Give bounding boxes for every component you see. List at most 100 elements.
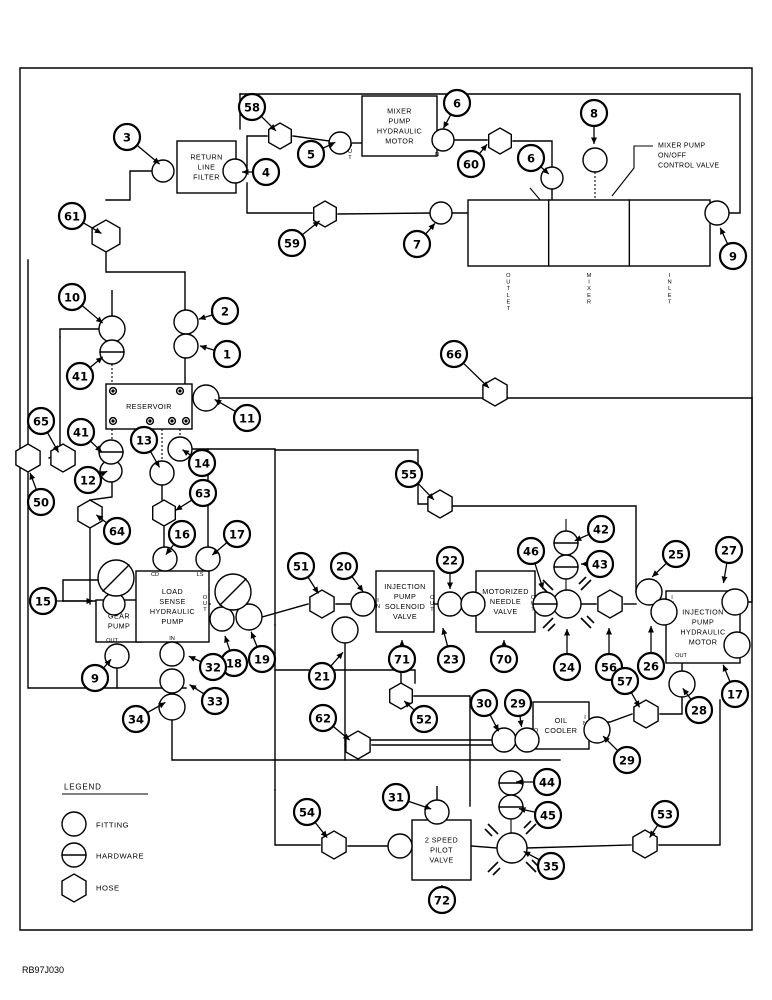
balloon-circle[interactable] (26, 406, 56, 436)
balloon-circle[interactable] (57, 282, 87, 312)
balloon-circle[interactable] (277, 228, 307, 258)
balloon-callout-13[interactable]: 13 (129, 425, 161, 468)
balloon-circle[interactable] (516, 536, 546, 566)
balloon-callout-72[interactable]: 72 (427, 885, 457, 915)
balloon-callout-70[interactable]: 70 (489, 640, 519, 674)
balloon-circle[interactable] (329, 551, 359, 581)
balloon-circle[interactable] (436, 644, 466, 674)
balloon-callout-10[interactable]: 10 (57, 282, 104, 324)
balloon-callout-29[interactable]: 29 (602, 735, 642, 775)
balloon-callout-42[interactable]: 42 (574, 514, 616, 544)
balloon-callout-26[interactable]: 26 (636, 626, 666, 681)
balloon-callout-27[interactable]: 27 (714, 535, 744, 584)
balloon-circle[interactable] (533, 800, 563, 830)
balloon-circle[interactable] (251, 157, 281, 187)
balloon-callout-25[interactable]: 25 (651, 539, 691, 578)
balloon-callout-54[interactable]: 54 (292, 797, 328, 839)
balloon-circle[interactable] (720, 679, 750, 709)
balloon-callout-62[interactable]: 62 (308, 703, 351, 741)
balloon-callout-23[interactable]: 23 (436, 627, 466, 674)
balloon-circle[interactable] (167, 519, 197, 549)
balloon-circle[interactable] (232, 403, 262, 433)
balloon-circle[interactable] (80, 663, 110, 693)
balloon-circle[interactable] (469, 688, 499, 718)
balloon-callout-3[interactable]: 3 (112, 122, 161, 165)
balloon-circle[interactable] (439, 339, 469, 369)
balloon-circle[interactable] (536, 851, 566, 881)
balloon-callout-50[interactable]: 50 (26, 472, 56, 517)
balloon-callout-29[interactable]: 29 (503, 688, 533, 728)
balloon-circle[interactable] (586, 514, 616, 544)
balloon-circle[interactable] (73, 465, 103, 495)
balloon-circle[interactable] (661, 539, 691, 569)
balloon-callout-35[interactable]: 35 (523, 850, 566, 881)
balloon-callout-66[interactable]: 66 (439, 339, 490, 389)
balloon-callout-33[interactable]: 33 (189, 684, 230, 716)
balloon-callout-41[interactable]: 41 (65, 356, 104, 391)
balloon-circle[interactable] (503, 688, 533, 718)
balloon-callout-1[interactable]: 1 (199, 339, 242, 369)
balloon-circle[interactable] (247, 644, 277, 674)
balloon-circle[interactable] (210, 296, 240, 326)
balloon-circle[interactable] (684, 695, 714, 725)
balloon-circle[interactable] (112, 122, 142, 152)
balloon-circle[interactable] (308, 703, 338, 733)
balloon-circle[interactable] (456, 149, 486, 179)
balloon-circle[interactable] (579, 98, 609, 128)
balloon-callout-63[interactable]: 63 (175, 478, 218, 511)
balloon-callout-32[interactable]: 32 (188, 652, 228, 682)
balloon-callout-22[interactable]: 22 (435, 545, 465, 589)
balloon-callout-45[interactable]: 45 (518, 800, 563, 830)
balloon-callout-19[interactable]: 19 (247, 631, 277, 674)
balloon-circle[interactable] (402, 229, 432, 259)
balloon-circle[interactable] (442, 88, 472, 118)
balloon-callout-55[interactable]: 55 (394, 459, 435, 501)
balloon-circle[interactable] (387, 644, 417, 674)
balloon-circle[interactable] (222, 519, 252, 549)
balloon-callout-34[interactable]: 34 (121, 701, 166, 734)
balloon-circle[interactable] (409, 704, 439, 734)
balloon-circle[interactable] (650, 799, 680, 829)
balloon-callout-6[interactable]: 6 (442, 88, 472, 129)
balloon-callout-31[interactable]: 31 (381, 782, 432, 812)
balloon-circle[interactable] (66, 417, 96, 447)
balloon-circle[interactable] (610, 666, 640, 696)
balloon-circle[interactable] (26, 487, 56, 517)
balloon-callout-5[interactable]: 5 (296, 139, 336, 169)
balloon-circle[interactable] (187, 448, 217, 478)
balloon-circle[interactable] (307, 661, 337, 691)
balloon-callout-53[interactable]: 53 (649, 799, 680, 838)
balloon-circle[interactable] (296, 139, 326, 169)
balloon-callout-41[interactable]: 41 (66, 417, 103, 453)
balloon-circle[interactable] (286, 551, 316, 581)
balloon-callout-30[interactable]: 30 (469, 688, 500, 732)
balloon-callout-20[interactable]: 20 (329, 551, 364, 592)
balloon-callout-65[interactable]: 65 (26, 406, 60, 453)
balloon-callout-64[interactable]: 64 (95, 514, 132, 546)
balloon-callout-57[interactable]: 57 (610, 666, 641, 708)
balloon-circle[interactable] (129, 425, 159, 455)
balloon-callout-59[interactable]: 59 (277, 220, 321, 258)
balloon-callout-9[interactable]: 9 (718, 227, 748, 271)
balloon-circle[interactable] (28, 586, 58, 616)
balloon-circle[interactable] (200, 686, 230, 716)
balloon-callout-17[interactable]: 17 (211, 519, 252, 556)
balloon-callout-17[interactable]: 17 (720, 664, 750, 709)
balloon-callout-12[interactable]: 12 (73, 465, 108, 495)
balloon-callout-52[interactable]: 52 (403, 700, 439, 734)
balloon-circle[interactable] (121, 704, 151, 734)
balloon-circle[interactable] (212, 339, 242, 369)
balloon-circle[interactable] (102, 516, 132, 546)
balloon-callout-21[interactable]: 21 (307, 651, 344, 691)
balloon-circle[interactable] (714, 535, 744, 565)
balloon-circle[interactable] (585, 549, 615, 579)
balloon-circle[interactable] (188, 478, 218, 508)
balloon-callout-14[interactable]: 14 (182, 448, 217, 478)
balloon-callout-58[interactable]: 58 (237, 92, 277, 132)
balloon-callout-46[interactable]: 46 (516, 536, 546, 590)
balloon-callout-8[interactable]: 8 (579, 98, 609, 144)
balloon-circle[interactable] (381, 782, 411, 812)
balloon-callout-61[interactable]: 61 (57, 201, 102, 235)
balloon-circle[interactable] (57, 201, 87, 231)
balloon-circle[interactable] (237, 92, 267, 122)
